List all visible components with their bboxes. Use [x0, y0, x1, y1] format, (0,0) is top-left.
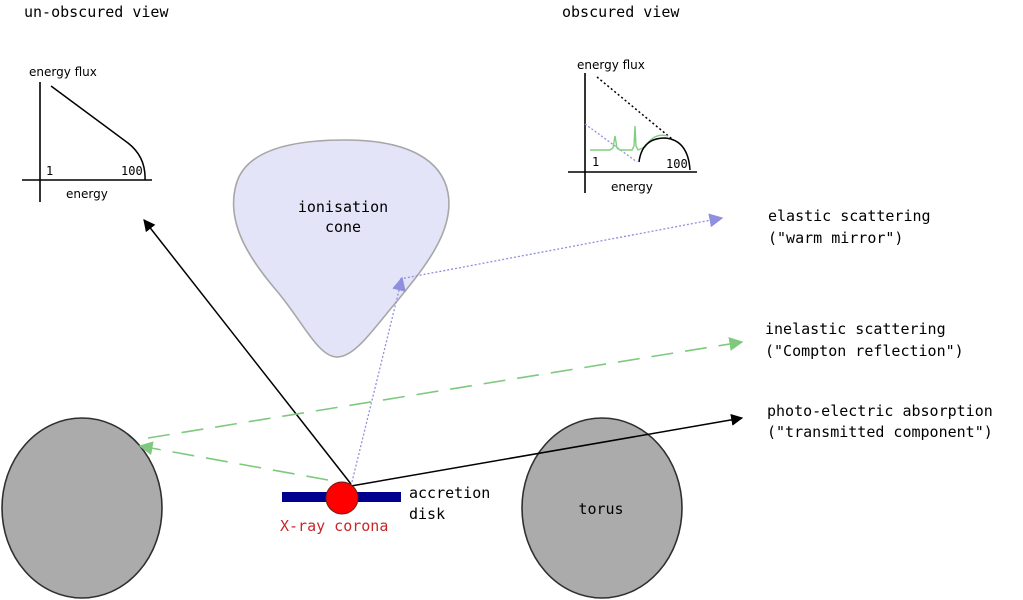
elastic-scattering-ray	[399, 213, 724, 280]
obscured-heading: obscured view	[562, 3, 680, 21]
compton-reflection-ray	[147, 337, 744, 439]
corona-label: X-ray corona	[280, 517, 388, 535]
obscured-scattered-component	[584, 123, 638, 163]
accretion-disk-label-line2: disk	[409, 505, 445, 523]
photo-electric-label: photo-electric absorption	[767, 402, 993, 420]
warm-mirror-label: ("warm mirror")	[768, 229, 903, 247]
transmitted-ray-arrow	[350, 413, 744, 487]
obscured-reflection-component	[590, 125, 669, 151]
transmitted-component-label: ("transmitted component")	[767, 423, 993, 441]
obscured-y-axis-label: energy flux	[577, 58, 645, 72]
compton-reflection-label: ("Compton reflection")	[765, 342, 964, 360]
unobscured-x-axis-label: energy	[66, 187, 108, 201]
unobscured-tick-low: 1	[46, 164, 53, 178]
unobscured-spectrum: energy flux energy 1 100	[22, 65, 152, 202]
elastic-scattering-label: elastic scattering	[768, 207, 931, 225]
ionisation-cone-label-line2: cone	[325, 218, 361, 236]
corona-to-torus-ray	[138, 441, 329, 481]
unobscured-ray-arrow	[143, 219, 352, 485]
unobscured-y-axis-label: energy flux	[29, 65, 97, 79]
unobscured-tick-high: 100	[121, 164, 143, 178]
inelastic-scattering-label: inelastic scattering	[765, 320, 946, 338]
right-torus	[521, 417, 683, 599]
unobscured-spectrum-curve	[50, 85, 146, 181]
left-torus	[1, 417, 163, 599]
x-ray-corona	[325, 481, 359, 515]
obscured-intrinsic-continuum	[596, 76, 673, 140]
unobscured-heading: un-obscured view	[24, 3, 169, 21]
accretion-disk-label-line1: accretion	[409, 484, 490, 502]
obscured-x-axis-label: energy	[611, 180, 653, 194]
obscured-tick-low: 1	[592, 155, 599, 169]
ionisation-cone-shape	[232, 139, 450, 358]
obscured-tick-high: 100	[666, 157, 688, 171]
torus-label: torus	[578, 500, 623, 518]
obscured-spectrum: energy flux energy 1 100	[568, 58, 697, 194]
ionisation-cone-label-line1: ionisation	[298, 198, 388, 216]
ionisation-cone: ionisation cone	[232, 139, 450, 358]
obscured-transmitted-hump	[638, 137, 691, 171]
